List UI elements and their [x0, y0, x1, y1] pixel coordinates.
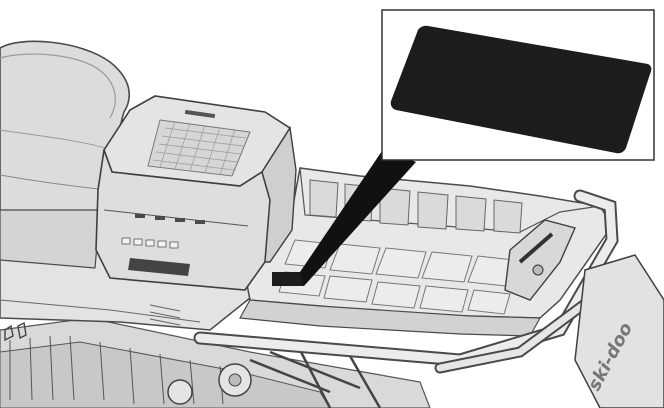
label-decal-closeup [390, 25, 652, 154]
track-assembly [0, 317, 431, 408]
callout-pointer [300, 148, 416, 286]
rear-flap: ski-doo [574, 254, 664, 408]
rear-bracket [504, 219, 576, 301]
label-location-patch [272, 272, 304, 286]
callout-zoom-box [381, 9, 655, 161]
storage-box [95, 95, 297, 291]
rider-seat [0, 40, 131, 269]
